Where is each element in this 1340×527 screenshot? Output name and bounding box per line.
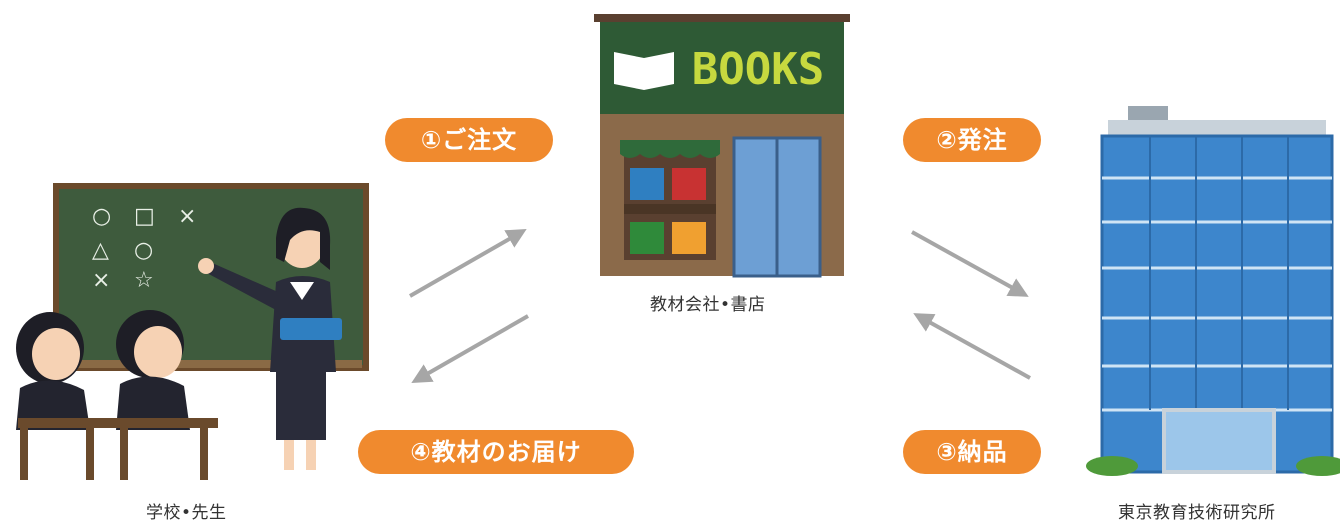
board-symbol: × xyxy=(92,268,111,293)
bookstore-illustration xyxy=(594,14,850,278)
step-badge-place-order: ②発注 xyxy=(903,118,1041,162)
arrow-school-to-store xyxy=(409,229,527,298)
teacher-figure xyxy=(198,207,342,470)
book-icon xyxy=(614,52,674,90)
arrow-institute-to-store xyxy=(913,313,1031,380)
board-symbol: × xyxy=(178,204,197,229)
step-badge-delivery-to-school: ④教材のお届け xyxy=(358,430,634,474)
institute-building xyxy=(1086,106,1340,476)
step-badge-deliver: ③納品 xyxy=(903,430,1041,474)
board-symbol: ☆ xyxy=(134,268,154,293)
board-symbol: ○ xyxy=(92,204,112,229)
board-symbol: △ xyxy=(92,238,109,263)
board-symbol: □ xyxy=(134,204,155,229)
students-figure xyxy=(16,310,218,480)
building-entrance xyxy=(1162,408,1276,474)
board-symbol: ○ xyxy=(134,238,154,263)
arrow-store-to-school xyxy=(411,314,529,383)
caption-bookstore: 教材会社•書店 xyxy=(650,295,766,315)
step-badge-order: ①ご注文 xyxy=(385,118,553,162)
store-sign-text: BOOKS xyxy=(691,44,825,95)
caption-institute: 東京教育技術研究所 xyxy=(1118,503,1276,523)
arrow-store-to-institute xyxy=(911,230,1029,297)
caption-school: 学校•先生 xyxy=(146,503,227,523)
